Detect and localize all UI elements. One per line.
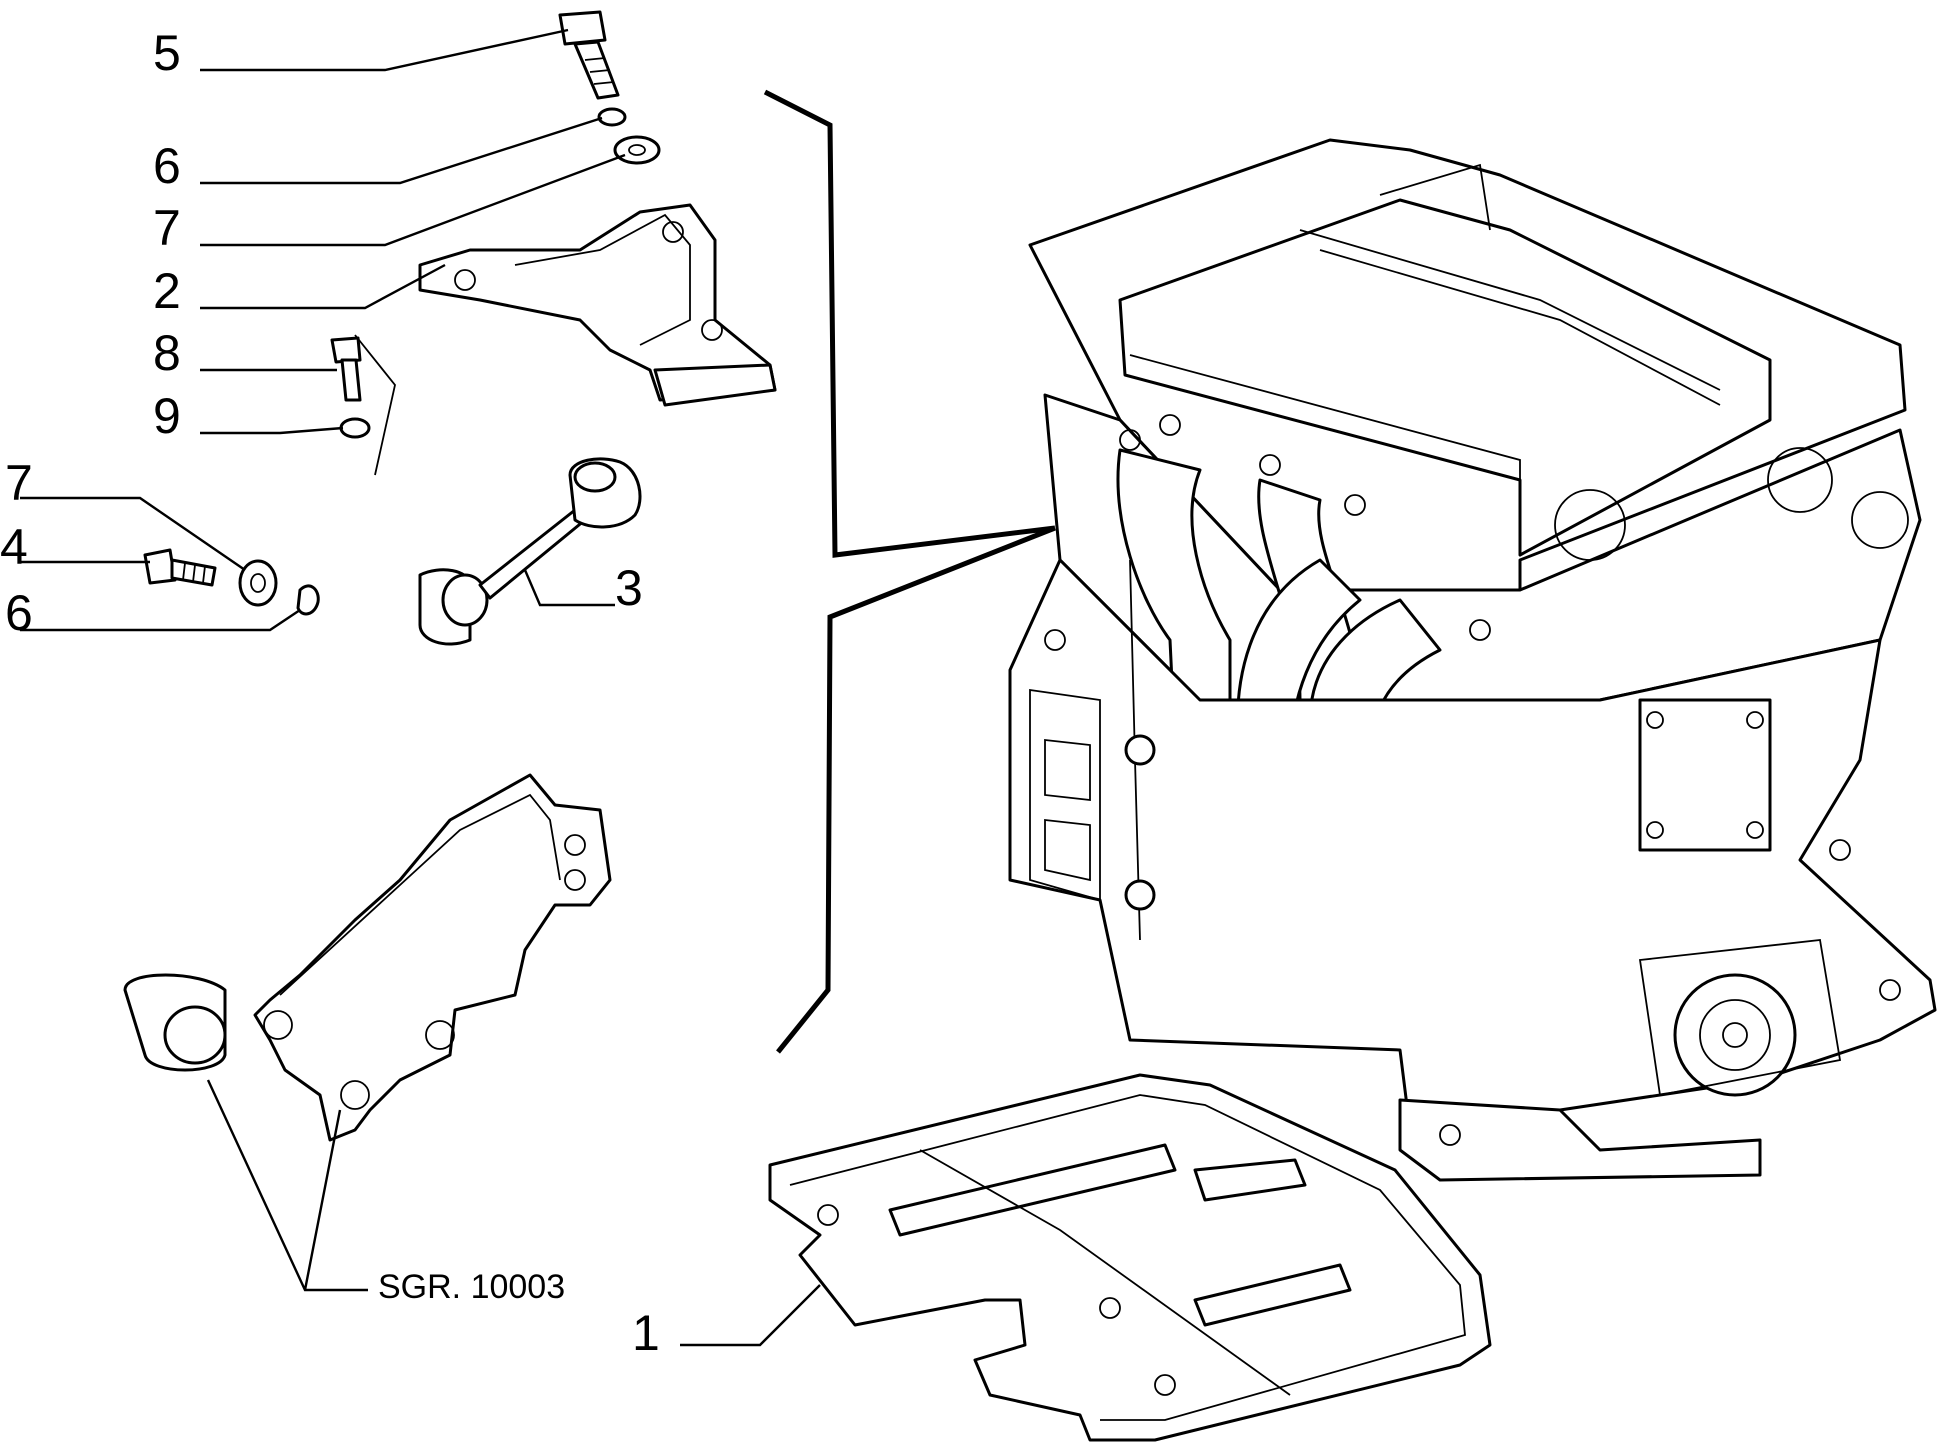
callout-9: 9: [153, 388, 181, 444]
callout-4: 4: [0, 519, 28, 575]
callout-2: 2: [153, 263, 181, 319]
washer-part-7-lower: [238, 559, 278, 607]
callout-5: 5: [153, 25, 181, 81]
bolt-part-4: [143, 548, 217, 587]
callout-3: 3: [615, 560, 643, 616]
lock-washer-part-6-lower: [296, 584, 320, 616]
lock-washer-part-6-top: [597, 107, 627, 127]
washer-part-7-top: [613, 135, 661, 165]
callout-8: 8: [153, 325, 181, 381]
leader-lines: [20, 28, 821, 1347]
bolt-part-8: [330, 336, 362, 402]
washer-part-9: [339, 417, 371, 439]
under-shield-part-1: [768, 1073, 1492, 1442]
callout-7-lower: 7: [5, 455, 33, 511]
assembly-bracket-line: [763, 89, 1056, 1054]
mount-bracket-part-2: [354, 203, 777, 476]
callout-labels: 5 6 7 2 8 9 7 4 6 3 1 SGR. 10003: [0, 25, 660, 1361]
bolt-part-5: [558, 10, 620, 100]
side-mount-bracket: [123, 773, 612, 1142]
torque-rod-part-3: [418, 457, 642, 646]
callout-6-top: 6: [153, 138, 181, 194]
callout-7-top: 7: [153, 200, 181, 256]
callout-6-lower: 6: [5, 585, 33, 641]
reference-label: SGR. 10003: [378, 1268, 565, 1306]
callout-1: 1: [632, 1305, 660, 1361]
engine-block: [1008, 138, 1937, 1182]
